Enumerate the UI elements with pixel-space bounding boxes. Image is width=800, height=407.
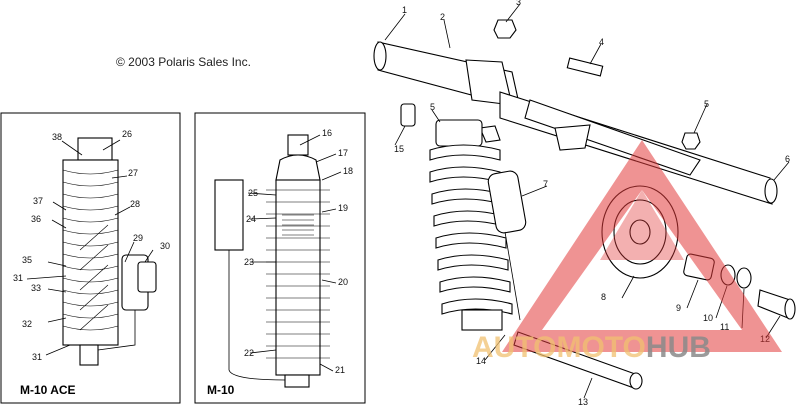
watermark-text-auto: AUTOMOTOHUB bbox=[472, 331, 711, 364]
nut-5b bbox=[681, 132, 701, 150]
callout-15: 15 bbox=[394, 144, 404, 154]
watermark: AUTOMOTOHUB bbox=[472, 140, 782, 364]
callout-17: 17 bbox=[338, 148, 348, 158]
model-label-ace: M-10 ACE bbox=[20, 383, 76, 397]
inset-frame-left bbox=[0, 112, 181, 404]
inset-frame-middle bbox=[194, 112, 366, 404]
callout-26: 26 bbox=[122, 129, 132, 139]
callout-31: 31 bbox=[13, 273, 23, 283]
callout-5: 5 bbox=[430, 102, 435, 112]
callout-27: 27 bbox=[128, 168, 138, 178]
reservoir-hose-m10 bbox=[228, 250, 286, 381]
callout-10: 10 bbox=[703, 313, 713, 323]
callout-31b: 31 bbox=[32, 352, 42, 362]
callout-29: 29 bbox=[133, 233, 143, 243]
callout-30: 30 bbox=[160, 241, 170, 251]
callout-35: 35 bbox=[22, 255, 32, 265]
idler-wheel-hub bbox=[629, 219, 651, 245]
cross-tube bbox=[554, 124, 591, 151]
reservoir-m10 bbox=[214, 179, 244, 251]
bottom-eye-m10 bbox=[284, 374, 310, 388]
copyright-text: © 2003 Polaris Sales Inc. bbox=[116, 55, 251, 69]
callout-33: 33 bbox=[31, 283, 41, 293]
callout-25: 25 bbox=[248, 188, 258, 198]
shaft-13-end bbox=[629, 372, 643, 390]
spring-coils-m10 bbox=[266, 189, 330, 359]
inset-m10-ace: 38 26 27 37 36 28 29 30 35 31 33 32 31 M… bbox=[0, 112, 181, 404]
tube-end-1 bbox=[373, 41, 387, 71]
shock-body-ace bbox=[62, 159, 119, 346]
watermark-inner-triangle-icon bbox=[600, 190, 684, 260]
shock-body-m10 bbox=[275, 179, 321, 376]
bottom-eye-ace bbox=[79, 344, 99, 366]
spring-cup-m10 bbox=[275, 154, 321, 181]
callout-5b: 5 bbox=[704, 99, 709, 109]
callout-21: 21 bbox=[335, 365, 345, 375]
model-label-m10: M-10 bbox=[207, 383, 235, 397]
shock-bottom-cap bbox=[461, 309, 503, 331]
callout-16: 16 bbox=[322, 128, 332, 138]
bolt-12-head bbox=[784, 298, 796, 320]
callout-7: 7 bbox=[543, 179, 548, 189]
callout-4: 4 bbox=[599, 37, 604, 47]
callout-3: 3 bbox=[516, 0, 521, 7]
reservoir-line bbox=[504, 231, 521, 321]
callout-23: 23 bbox=[244, 257, 254, 267]
callout-22: 22 bbox=[244, 348, 254, 358]
inset-m10: 16 17 18 19 20 21 22 23 24 25 M-10 bbox=[194, 112, 366, 404]
callout-24: 24 bbox=[246, 214, 256, 224]
bolt-4 bbox=[566, 57, 604, 77]
washer-11 bbox=[736, 267, 752, 289]
callout-11: 11 bbox=[720, 322, 729, 332]
top-eye-m10 bbox=[287, 134, 309, 156]
callout-28: 28 bbox=[130, 199, 140, 209]
main-exploded-view: 1 2 3 4 5 5 6 7 8 9 10 11 12 13 14 15 bbox=[373, 0, 796, 407]
arm-end bbox=[764, 178, 778, 204]
callout-38: 38 bbox=[52, 132, 62, 142]
callout-14: 14 bbox=[476, 356, 486, 366]
spring-coils-ace bbox=[62, 169, 119, 331]
callout-6: 6 bbox=[785, 154, 790, 164]
callout-36: 36 bbox=[31, 214, 41, 224]
top-mount-ace bbox=[77, 137, 113, 161]
callout-37: 37 bbox=[33, 196, 43, 206]
arm-brace bbox=[524, 99, 701, 176]
callout-8: 8 bbox=[601, 292, 606, 302]
callout-1: 1 bbox=[402, 5, 407, 15]
piston-stack-m10 bbox=[282, 214, 314, 236]
reservoir-clamp-ace bbox=[137, 261, 157, 293]
watermark-triangle-icon bbox=[502, 140, 782, 352]
shock-top-cap bbox=[435, 119, 483, 147]
callout-32: 32 bbox=[22, 319, 32, 329]
nut-3 bbox=[493, 19, 517, 39]
callout-19: 19 bbox=[338, 203, 348, 213]
washer-5 bbox=[479, 125, 501, 143]
callout-20: 20 bbox=[338, 277, 348, 287]
callout-13: 13 bbox=[578, 397, 588, 407]
bushing-15 bbox=[400, 103, 416, 127]
cut-away-ace bbox=[79, 224, 109, 331]
reservoir-7 bbox=[487, 170, 527, 234]
callout-9: 9 bbox=[676, 303, 681, 313]
callout-2: 2 bbox=[440, 12, 445, 22]
callout-18: 18 bbox=[343, 166, 353, 176]
reservoir-hose-ace bbox=[97, 300, 136, 351]
